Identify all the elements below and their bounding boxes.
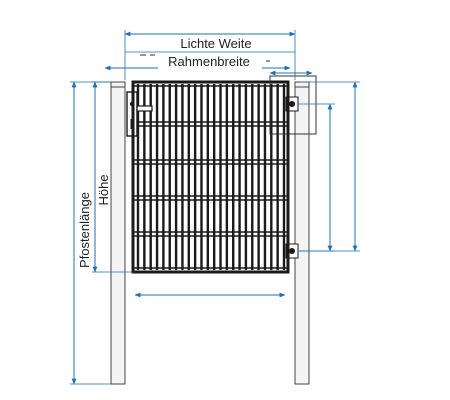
pfostenlaenge-dimension: Pfostenlänge bbox=[70, 81, 111, 385]
left-post bbox=[110, 81, 126, 385]
gate-panel bbox=[131, 80, 290, 274]
gate-handle bbox=[126, 91, 153, 137]
gate-bars bbox=[136, 84, 286, 270]
label-lichte-weite: Lichte Weite bbox=[180, 36, 251, 51]
label-hoehe: Höhe bbox=[96, 174, 111, 205]
lichte-weite-dimension: Lichte Weite bbox=[124, 30, 296, 80]
right-post bbox=[294, 81, 310, 385]
gate-crossbars bbox=[133, 81, 288, 273]
label-rahmenbreite: Rahmenbreite bbox=[168, 54, 250, 69]
hoehe-dimension: Höhe bbox=[92, 81, 133, 273]
right-height-dimensions bbox=[298, 81, 360, 252]
rahmenbreite-dimension: Rahmenbreite bbox=[104, 53, 313, 76]
label-pfostenlaenge: Pfostenlänge bbox=[77, 192, 92, 268]
